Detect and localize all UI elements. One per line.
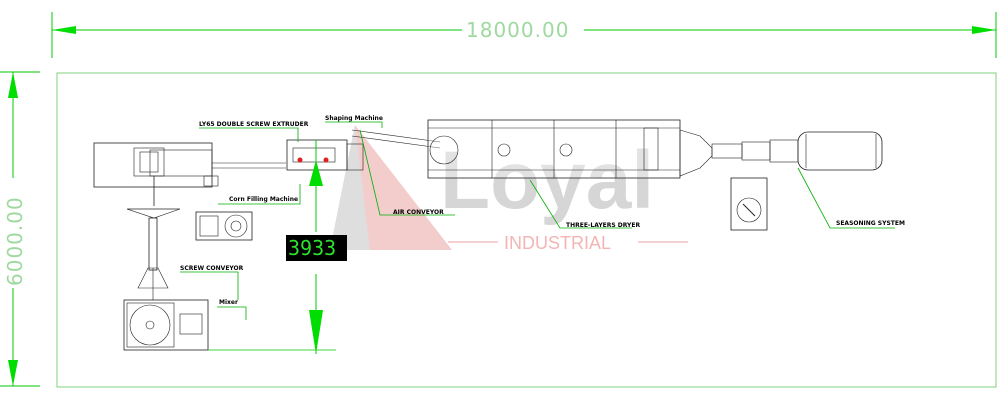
counter-value: 3933 <box>288 236 336 260</box>
screw-conveyor-label: SCREW CONVEYOR <box>180 265 244 272</box>
watermark-sail-gray <box>330 125 370 250</box>
arrow-up-icon <box>309 160 323 186</box>
seasoning-system <box>730 131 883 231</box>
arrow-down-icon <box>309 310 323 354</box>
corn-filling-label: Corn Filling Machine <box>229 196 298 203</box>
drawing-frame <box>56 72 997 388</box>
extruder-machine <box>93 142 286 271</box>
width-dimension: 18000.00 <box>51 12 997 58</box>
watermark: Loyal INDUSTRIAL <box>330 125 688 253</box>
corn-filling-machine <box>195 211 253 241</box>
watermark-brand: Loyal <box>440 135 654 226</box>
shaping-label: Shaping Machine <box>325 115 383 122</box>
measure-arrows <box>309 140 323 354</box>
leader-lines <box>180 121 895 320</box>
extruder-label: LY65 DOUBLE SCREW EXTRUDER <box>199 121 309 128</box>
air-conveyor-label: AIR CONVEYOR <box>393 209 444 216</box>
dryer-label: THREE-LAYERS DRYER <box>566 222 641 229</box>
width-label: 18000.00 <box>466 18 569 42</box>
dryer-machine <box>427 119 771 179</box>
watermark-sub: INDUSTRIAL <box>504 233 611 253</box>
mixer-machine <box>123 267 336 351</box>
mixer-label: Mixer <box>219 299 238 306</box>
counter-box <box>286 235 347 261</box>
seasoning-label: SEASONING SYSTEM <box>836 220 905 227</box>
height-label: 6000.00 <box>3 196 27 286</box>
height-dimension: 6000.00 <box>0 71 40 387</box>
air-conveyor <box>351 129 441 149</box>
